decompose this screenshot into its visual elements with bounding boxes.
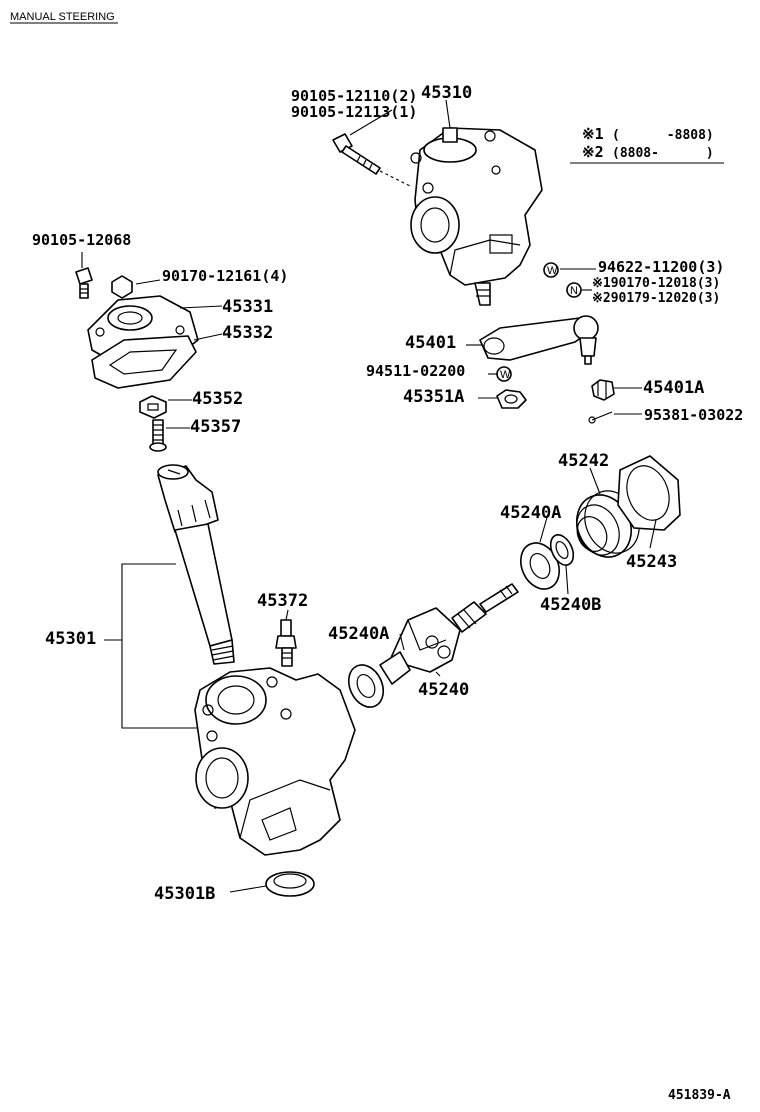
label-45332: 45332	[222, 323, 273, 343]
nut-45351A	[496, 389, 527, 409]
plug-45372	[275, 619, 297, 667]
label-90170-12161: 90170-12161(4)	[162, 267, 288, 285]
label-45240B: 45240B	[540, 595, 601, 615]
label-45240A-upper: 45240A	[500, 503, 561, 523]
sector-shaft	[157, 464, 235, 665]
washer-94511: W	[496, 366, 512, 382]
label-45301B: 45301B	[154, 884, 215, 904]
bolt-90105-12110	[332, 133, 413, 188]
nut-90170-12161	[111, 275, 133, 299]
race-45240B	[549, 534, 575, 566]
label-45401: 45401	[405, 333, 456, 353]
label-94622-11200: 94622-11200(3)	[598, 258, 724, 276]
legend-range-1: ( -8808)	[612, 128, 714, 143]
locknut-45243	[617, 455, 681, 531]
label-45331: 45331	[222, 297, 273, 317]
seal-45301B	[265, 871, 315, 897]
legend-range-2: (8808- )	[612, 146, 714, 161]
label-45310: 45310	[421, 83, 472, 103]
label-45352: 45352	[192, 389, 243, 409]
label-45351A: 45351A	[403, 387, 464, 407]
label-45240: 45240	[418, 680, 469, 700]
gear-assembly-top	[410, 127, 543, 306]
worm-shaft-45240	[379, 583, 519, 685]
label-45243: 45243	[626, 552, 677, 572]
label-45240A-lower: 45240A	[328, 624, 389, 644]
bearing-45240A-lower	[347, 664, 385, 708]
washer-94622: W	[543, 262, 559, 278]
label-45242: 45242	[558, 451, 609, 471]
legend-mark-2: ※2	[582, 143, 604, 161]
part-labels: 45310 90105-12110(2) 90105-12113(1) 9010…	[32, 83, 743, 904]
bracket-45301	[121, 563, 198, 729]
page-title: MANUAL STEERING	[10, 11, 115, 23]
label-90105-12068: 90105-12068	[32, 231, 131, 249]
pitman-arm-45401	[479, 315, 599, 365]
housing-main	[194, 667, 356, 856]
label-90170-12018: ※190170-12018(3)	[592, 276, 720, 291]
label-95381-03022: 95381-03022	[644, 406, 743, 424]
legend: ※1 ( -8808) ※2 (8808- )	[570, 125, 724, 164]
label-90105-12113: 90105-12113(1)	[291, 103, 417, 121]
label-45357: 45357	[190, 417, 241, 437]
screw-45357	[149, 419, 167, 452]
legend-mark-1: ※1	[582, 125, 604, 143]
label-94511-02200: 94511-02200	[366, 362, 465, 380]
bolt-90105-12068	[75, 267, 93, 299]
leader-lines	[81, 99, 657, 893]
plate-45352	[139, 395, 167, 419]
gasket-45332	[91, 335, 197, 389]
label-45301: 45301	[45, 629, 96, 649]
washer-mark-94622: W	[547, 265, 558, 277]
label-45372: 45372	[257, 591, 308, 611]
castle-nut-45401A	[591, 379, 615, 401]
nut-90170-12018: N	[566, 282, 582, 298]
diagram-code: 451839-A	[668, 1088, 731, 1103]
label-90179-12020: ※290179-12020(3)	[592, 291, 720, 306]
nut-mark-90170: N	[570, 285, 578, 297]
cotter-pin-95381	[588, 411, 613, 424]
washer-mark-94511: W	[500, 369, 511, 381]
label-90105-12110: 90105-12110(2)	[291, 87, 417, 105]
label-45401A: 45401A	[643, 378, 704, 398]
